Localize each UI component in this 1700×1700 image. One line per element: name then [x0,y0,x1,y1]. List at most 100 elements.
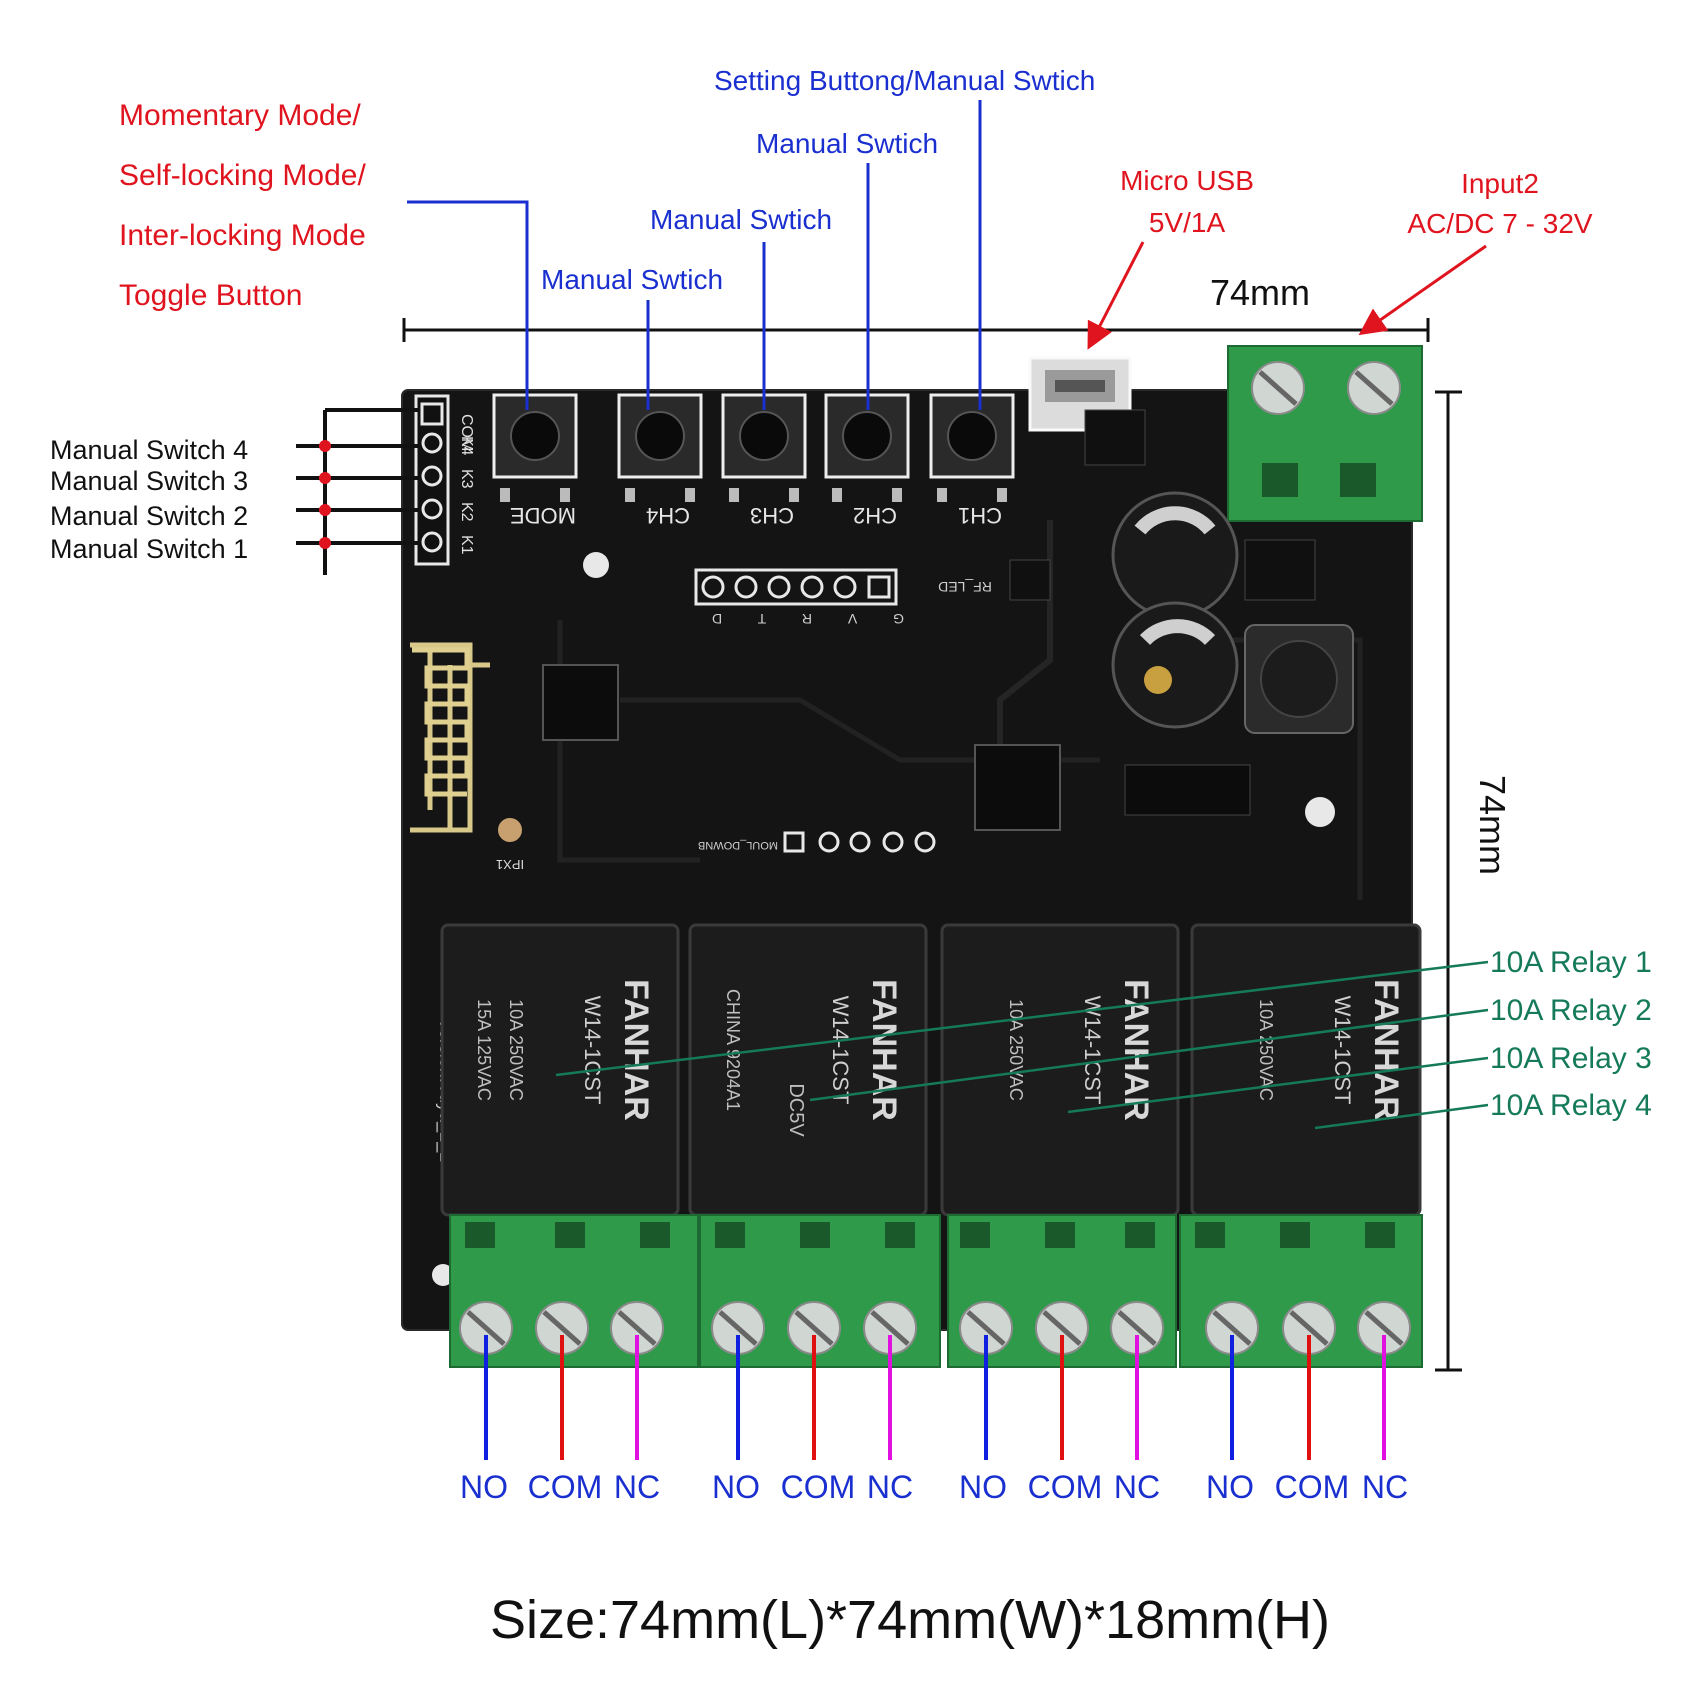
output-terminals [449,1214,1423,1368]
terminal-label-nc: NC [1114,1469,1160,1505]
mode-label-toggle: Toggle Button [119,279,302,312]
label-manual-ch4: Manual Swtich [541,264,723,295]
input2-terminal [1227,345,1423,522]
button-ch4 [617,393,703,502]
silk-ch3: CH3 [750,503,794,528]
usb-callout: Micro USB 5V/1A [1120,165,1254,238]
relay-brand: FANHAR [1367,979,1405,1121]
input2-label-line1: Input2 [1461,168,1539,199]
mode-label-self-locking: Self-locking Mode/ [119,159,366,192]
pcb-antenna: IPX1 [410,642,524,872]
relay-brand: FANHAR [865,979,903,1121]
relay-model: W14-1CST [828,996,853,1105]
manual-switch-2-label: Manual Switch 2 [50,501,248,531]
relay-3-label: 10A Relay 3 [1490,1042,1652,1075]
relay-brand: FANHAR [617,979,655,1121]
mode-label-momentary: Momentary Mode/ [119,99,361,132]
button-silkscreen-labels: MODE CH4 CH3 CH2 CH1 [510,503,1002,528]
relay-3-body: FANHAR W14-1CST DC5V CHINA 9204A1 [688,923,928,1217]
input2-label-line2: AC/DC 7 - 32V [1407,208,1592,239]
label-manual-ch3: Manual Swtich [650,204,832,235]
button-mode [492,393,578,502]
terminal-label-no: NO [460,1469,508,1505]
relay-labels: 10A Relay 1 10A Relay 2 10A Relay 3 10A … [1490,946,1652,1122]
manual-switch-1-label: Manual Switch 1 [50,534,248,564]
relay-4-body: FANHAR W14-1CST 10A 250VAC 15A 125VAC [440,923,680,1217]
top-leader-lines [646,100,982,410]
relay-rating: DC5V [785,1083,807,1137]
relay-1-label: 10A Relay 1 [1490,946,1652,979]
pin-label-k3: K3 [458,469,475,489]
size-caption: Size:74mm(L)*74mm(W)*18mm(H) [490,1590,1330,1650]
terminal-label-nc: NC [867,1469,913,1505]
terminal-label-nc: NC [1362,1469,1408,1505]
terminal-label-com: COM [1275,1469,1350,1505]
top-callouts: Setting Buttong/Manual Swtich Manual Swt… [541,65,1095,295]
external-switch-wiring [296,408,418,575]
silk-ch4: CH4 [646,503,690,528]
inductor [1244,624,1354,734]
relay-2-label: 10A Relay 2 [1490,994,1652,1027]
relay-rating-2: 15A 125VAC [474,999,494,1101]
terminal-label-no: NO [712,1469,760,1505]
relay-rating: 10A 250VAC [1256,999,1276,1101]
mid-header [783,831,936,853]
dimension-top [402,318,1430,342]
relay-rating-2: CHINA 9204A1 [723,989,743,1111]
capacitors [1111,491,1239,729]
pin-label-k2: K2 [458,502,475,522]
pin-label-k1: K1 [458,535,475,555]
programming-header [694,568,898,606]
output-wires [484,1335,1386,1460]
antenna-label: IPX1 [496,857,524,872]
manual-switch-4-label: Manual Switch 4 [50,435,248,465]
relay-model: W14-1CST [1330,996,1355,1105]
relay-rating: 10A 250VAC [506,999,526,1101]
left-switch-labels: Manual Switch 4 Manual Switch 3 Manual S… [50,435,248,564]
relay-model: W14-1CST [1080,996,1105,1105]
relay-brand: FANHAR [1117,979,1155,1121]
silk-ch1: CH1 [958,503,1002,528]
terminal-label-no: NO [959,1469,1007,1505]
switch-header [414,394,450,566]
silk-ch2: CH2 [853,503,897,528]
dimension-width-label: 74mm [1210,272,1310,313]
dimension-right [1435,390,1462,1372]
terminal-block-4 [1179,1214,1423,1368]
terminal-label-com: COM [528,1469,603,1505]
rf-led-label: RF_LED [938,579,992,595]
terminal-labels: NO COM NC NO COM NC NO COM NC NO COM NC [460,1469,1408,1505]
pin-label-com: COM [458,414,475,451]
mode-leader-line [407,200,529,410]
module-label: MOUL_DOWNB [698,839,778,851]
relay-leader-lines [555,960,1489,1130]
tactile-buttons [492,393,1015,502]
relays: FANHAR W14-1CST 10A 250VAC 15A 125VAC FA… [440,923,1422,1217]
label-setting-button: Setting Buttong/Manual Swtich [714,65,1095,96]
label-manual-ch2: Manual Swtich [756,128,938,159]
terminal-block-1 [449,1214,699,1368]
relay-1-body: FANHAR W14-1CST 10A 250VAC [1190,923,1422,1217]
mode-labels: Momentary Mode/ Self-locking Mode/ Inter… [119,99,366,312]
manual-switch-3-label: Manual Switch 3 [50,466,248,496]
terminal-label-com: COM [781,1469,856,1505]
wiring-junction-dots [319,440,331,549]
ic-chips [542,409,1316,831]
silk-mode: MODE [510,503,576,528]
pin-label-k4: K4 [458,436,475,456]
usb-arrow [1087,241,1145,350]
mode-label-inter-locking: Inter-locking Mode [119,219,366,252]
relay-4-label: 10A Relay 4 [1490,1089,1652,1122]
button-ch1 [929,393,1015,502]
relay-rating: 10A 250VAC [1006,999,1026,1101]
relay-model: W14-1CST [580,996,605,1105]
terminal-label-nc: NC [614,1469,660,1505]
input2-callout: Input2 AC/DC 7 - 32V [1407,168,1592,239]
terminal-label-no: NO [1206,1469,1254,1505]
terminal-label-com: COM [1028,1469,1103,1505]
input2-arrow [1358,244,1487,336]
relay-2-body: FANHAR W14-1CST 10A 250VAC [940,923,1180,1217]
usb-label-line2: 5V/1A [1149,207,1226,238]
dimension-height-label: 74mm [1472,775,1513,875]
